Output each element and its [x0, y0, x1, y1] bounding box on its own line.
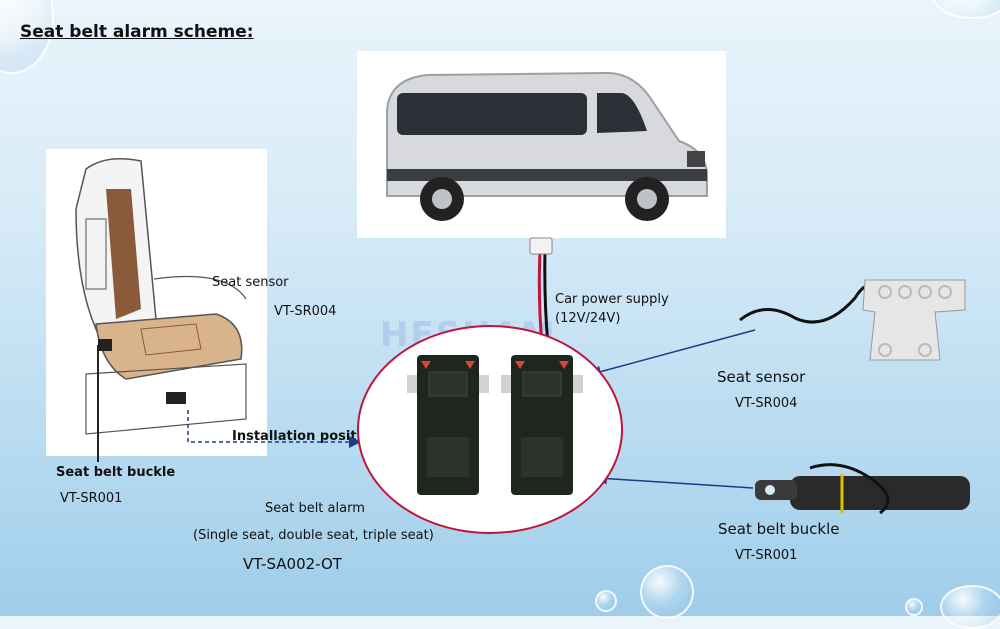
alarm-label: Seat belt alarm [265, 501, 365, 516]
seat-belt-buckle-label-left: Seat belt buckle [56, 465, 176, 480]
power-supply-voltage: (12V/24V) [555, 311, 621, 326]
seat-sensor-model-right: VT-SR004 [735, 396, 798, 411]
alarm-variants: (Single seat, double seat, triple seat) [193, 528, 434, 543]
seat-belt-buckle-model-right: VT-SR001 [735, 548, 798, 563]
power-supply-label: Car power supply [555, 292, 669, 307]
seat-sensor-model-left: VT-SR004 [274, 304, 337, 319]
installation-position-label: Installation position [232, 429, 380, 444]
van-image [357, 51, 726, 238]
seat-belt-buckle-model-left: VT-SR001 [60, 491, 123, 506]
bubble-decoration [595, 590, 617, 612]
alarm-model: VT-SA002-OT [243, 555, 342, 573]
sensor-mat-image [735, 270, 985, 380]
alarm-unit-image [357, 325, 623, 534]
seat-sensor-label-left: Seat sensor [212, 275, 289, 290]
seat-belt-buckle-label-right: Seat belt buckle [718, 520, 840, 538]
seat-sensor-label-right: Seat sensor [717, 368, 806, 386]
buckle-image [750, 458, 990, 528]
car-seat-diagram [46, 149, 267, 456]
slide-title: Seat belt alarm scheme: [20, 22, 254, 42]
bubble-decoration [905, 598, 923, 616]
